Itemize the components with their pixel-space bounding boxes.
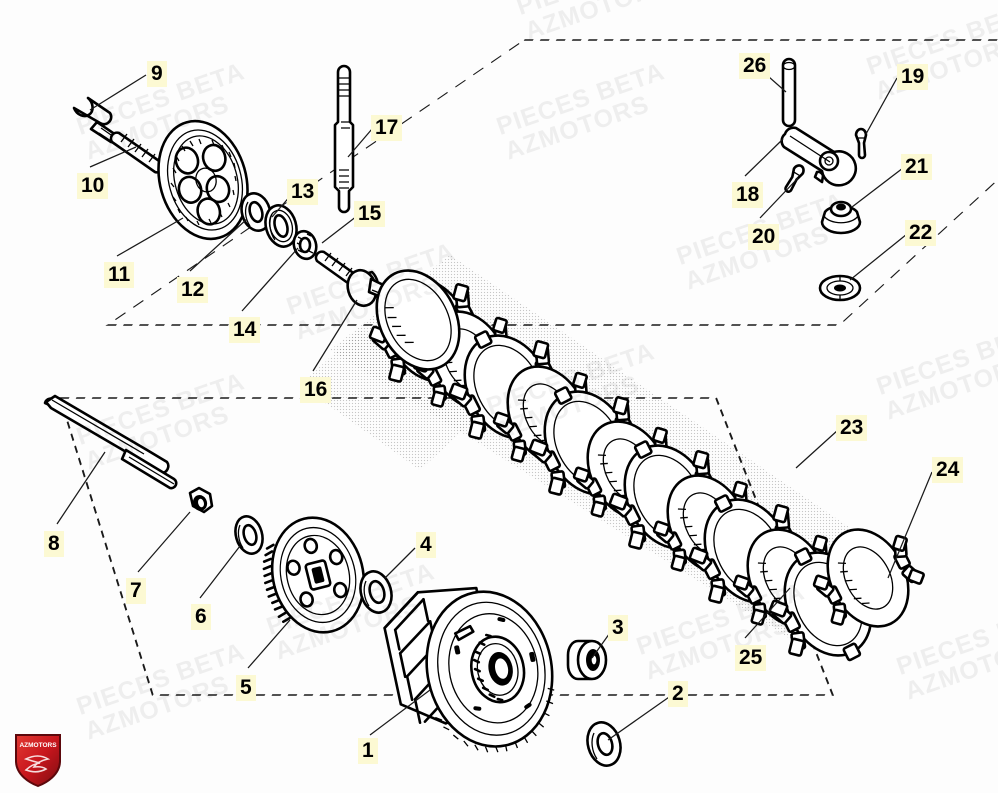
callout-label-clutch-pressure-plate[interactable]: 11 — [104, 262, 135, 288]
callout-label-steel-plate[interactable]: 25 — [735, 645, 767, 671]
part-clutch-basket-housing — [383, 586, 555, 753]
part-bolt-flange — [72, 96, 118, 144]
callout-label-mushroom-head-pin[interactable]: 16 — [300, 377, 332, 403]
watermark-line1: PIECES BETA — [492, 57, 669, 141]
callout-label-screw-small-lower[interactable]: 20 — [748, 224, 780, 250]
part-threaded-stud — [109, 131, 165, 174]
watermark-line2: AZMOTORS — [901, 630, 998, 706]
watermark-line1: PIECES BETA — [872, 317, 998, 401]
callout-label-actuator-cap[interactable]: 21 — [901, 154, 933, 180]
callout-label-thrust-bearing-washer[interactable]: 22 — [905, 220, 937, 246]
part-spacer-ring — [234, 515, 264, 555]
part-hex-nut — [188, 486, 214, 514]
callout-label-screw-small-upper[interactable]: 19 — [897, 64, 929, 90]
watermark-line1: PIECES BETA — [482, 337, 659, 421]
watermark-line2: AZMOTORS — [491, 370, 643, 446]
part-primary-driven-gear — [262, 516, 366, 634]
watermark-line2: AZMOTORS — [271, 590, 423, 666]
watermark-line2: AZMOTORS — [521, 0, 673, 46]
callout-label-hex-nut[interactable]: 7 — [126, 578, 146, 604]
watermark-line1: PIECES BETA — [500, 0, 688, 25]
callout-label-washer-small[interactable]: 2 — [668, 681, 688, 707]
watermark-line1: PIECES BETA — [892, 597, 998, 681]
part-threaded-pin-short — [314, 250, 362, 288]
callout-label-clutch-release-arm[interactable]: 18 — [732, 182, 764, 208]
watermark-line1: PIECES BETA — [72, 367, 249, 451]
leader-lines — [56, 61, 933, 741]
callout-label-primary-driven-gear[interactable]: 5 — [236, 675, 256, 701]
callout-label-ball-bearing[interactable]: 13 — [287, 179, 319, 205]
part-thrust-washer — [359, 570, 393, 614]
watermark-line2: AZMOTORS — [881, 350, 998, 426]
part-nut-ring — [292, 229, 318, 261]
part-thrust-bearing-washer — [818, 274, 862, 302]
part-washer-small — [586, 721, 622, 767]
watermark-line2: AZMOTORS — [81, 670, 233, 746]
part-clutch-push-rod-long — [333, 64, 355, 214]
callout-label-washer-medium[interactable]: 12 — [177, 277, 209, 303]
halftone-shading — [330, 255, 890, 645]
part-ball-bearing — [264, 204, 298, 248]
part-actuator-cap — [820, 200, 862, 235]
part-screw-small-lower — [784, 164, 805, 193]
callout-label-threaded-pin-short[interactable]: 15 — [354, 201, 386, 227]
callout-label-thrust-washer[interactable]: 4 — [416, 532, 436, 558]
watermark-line1: PIECES BETA — [262, 557, 439, 641]
part-dowel-pin — [781, 57, 797, 128]
part-mushroom-head-pin — [346, 268, 397, 308]
callout-label-clutch-push-rod-long[interactable]: 17 — [371, 115, 403, 141]
part-clutch-bushing-spacer — [566, 639, 608, 681]
callout-label-friction-plate[interactable]: 23 — [836, 415, 868, 441]
watermark-line1: PIECES BETA — [282, 237, 459, 321]
watermark-line1: PIECES BETA — [632, 577, 809, 661]
plate-stack-first-ring — [375, 269, 461, 371]
clutch-plate-stack — [348, 249, 940, 685]
watermark-line2: AZMOTORS — [641, 610, 793, 686]
lower-group-boundary — [58, 397, 835, 696]
watermark-line2: AZMOTORS — [81, 90, 233, 166]
callout-label-clutch-basket-housing[interactable]: 1 — [358, 738, 378, 764]
callout-label-spacer-ring[interactable]: 6 — [191, 604, 211, 630]
callout-label-nut-ring[interactable]: 14 — [229, 317, 261, 343]
callout-label-steel-plate-last[interactable]: 24 — [932, 457, 964, 483]
azmotors-logo: AZMOTORS — [15, 734, 61, 788]
callout-label-dowel-pin[interactable]: 26 — [739, 53, 771, 79]
watermark-line1: PIECES BETA — [72, 637, 249, 721]
watermark-line2: AZMOTORS — [501, 90, 653, 166]
callout-label-bolt-flange[interactable]: 9 — [147, 61, 167, 87]
part-clutch-pressure-plate — [157, 119, 249, 241]
watermark-line2: AZMOTORS — [81, 400, 233, 476]
logo-text: AZMOTORS — [19, 742, 57, 749]
part-clutch-release-arm — [780, 126, 858, 187]
steel-plate-last — [796, 507, 940, 649]
upper-group-boundary — [105, 39, 998, 326]
callout-label-clutch-push-rod[interactable]: 8 — [44, 531, 64, 557]
callout-label-clutch-bushing-spacer[interactable]: 3 — [608, 615, 628, 641]
part-clutch-push-rod — [43, 394, 178, 490]
watermark-line2: AZMOTORS — [291, 270, 443, 346]
part-washer-medium — [240, 192, 272, 232]
callout-label-threaded-stud[interactable]: 10 — [77, 173, 109, 199]
part-screw-small-upper — [854, 127, 868, 160]
